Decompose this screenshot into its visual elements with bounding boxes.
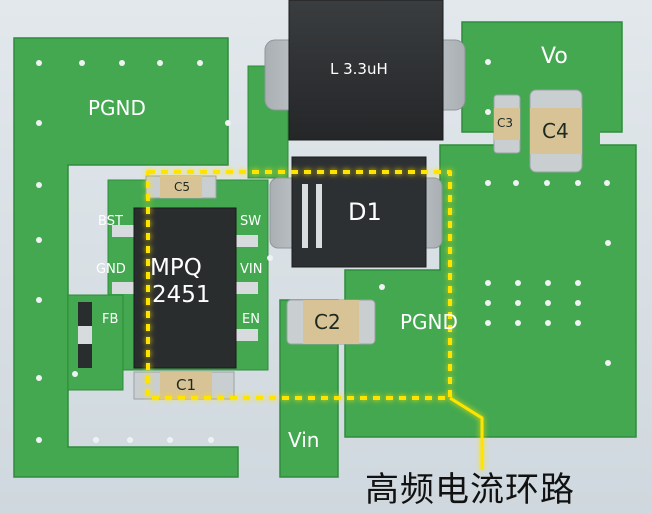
capacitor-c5 [145, 175, 217, 199]
ic-label-line2: 2451 [152, 282, 211, 308]
capacitor-c3 [493, 94, 521, 154]
vin-label: Vin [288, 428, 320, 452]
pin-gnd-label: GND [96, 262, 126, 277]
pin-bst-label: BST [98, 214, 123, 229]
c2-label: C2 [314, 310, 341, 334]
inductor-l [264, 0, 466, 141]
pin-vin-label: VIN [240, 262, 263, 277]
ic-label-line1: MPQ [150, 255, 202, 281]
hf-current-loop [146, 170, 484, 470]
capacitor-c1 [133, 371, 235, 400]
inductor-label: L 3.3uH [330, 60, 388, 78]
pgnd-right-copper [344, 144, 637, 438]
pgnd-left-copper [13, 37, 239, 478]
vo-label: Vo [541, 44, 568, 69]
fb-resistors [78, 302, 92, 368]
pin-fb-label: FB [102, 312, 119, 327]
pin-sw-label: SW [240, 214, 262, 229]
loop-caption: 高频电流环路 [365, 470, 575, 510]
capacitor-c4 [529, 89, 583, 173]
via-group [36, 59, 611, 443]
pin-en-label: EN [242, 312, 260, 327]
pgnd-right-label: PGND [400, 310, 458, 334]
pgnd-left-label: PGND [88, 96, 146, 120]
diode-d1 [269, 156, 443, 268]
c1-label: C1 [176, 376, 197, 394]
ic-mpq2451 [112, 207, 258, 369]
c3-label: C3 [497, 116, 514, 130]
capacitor-c2 [286, 299, 376, 345]
c5-label: C5 [174, 180, 191, 194]
c4-label: C4 [542, 119, 569, 143]
diode-label: D1 [348, 198, 382, 226]
